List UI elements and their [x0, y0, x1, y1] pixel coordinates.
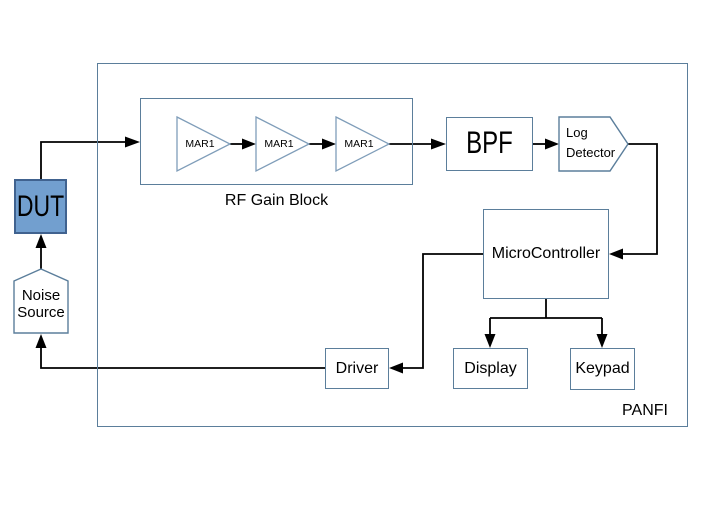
rf-gain-block-label: RF Gain Block	[224, 192, 329, 209]
amplifier-triangle-2	[255, 115, 311, 173]
connector-driver-to-noisesource	[40, 347, 325, 369]
amplifier-3-label: MAR1	[344, 138, 374, 150]
log-detector-caption: Log Detector	[566, 121, 616, 165]
amplifier-triangles	[176, 115, 391, 173]
arrowhead-into-amp2	[242, 138, 256, 150]
rf-gain-block-box	[140, 98, 413, 185]
keypad-block: Keypad	[570, 348, 635, 390]
panfi-label: PANFI	[622, 402, 668, 419]
keypad-label: Keypad	[575, 360, 630, 377]
dut-label: DUT	[16, 188, 65, 223]
amplifier-3-caption: MAR1	[336, 136, 382, 152]
arrowhead-into-microcontroller	[609, 248, 623, 260]
panfi-enclosure-box	[97, 63, 688, 427]
panfi-caption: PANFI	[609, 401, 681, 421]
arrowhead-into-rfgain	[125, 136, 140, 148]
arrowhead-into-display	[484, 334, 496, 348]
arrowhead-into-noisesource	[35, 334, 47, 348]
arrowhead-into-dut	[35, 234, 47, 248]
dut-block: DUT	[14, 179, 67, 234]
display-label: Display	[464, 359, 517, 377]
bpf-label: BPF	[466, 125, 513, 161]
amplifier-1-caption: MAR1	[177, 136, 223, 152]
noise-source-caption: Noise Source	[15, 284, 67, 324]
arrowhead-into-driver	[389, 362, 403, 374]
amplifier-2-label: MAR1	[264, 138, 294, 150]
log-detector-shape	[558, 116, 629, 172]
arrowhead-into-amp3	[322, 138, 336, 150]
arrowhead-into-keypad	[596, 334, 608, 348]
arrowhead-into-bpf	[431, 138, 446, 150]
noise-source-label: Noise Source	[17, 286, 65, 321]
connector-microcontroller-to-driver	[402, 253, 483, 369]
microcontroller-block: MicroController	[483, 209, 609, 299]
amplifier-2-caption: MAR1	[256, 136, 302, 152]
noise-source-shape	[13, 268, 69, 334]
display-block: Display	[453, 348, 528, 389]
arrowhead-into-logdetector	[545, 138, 559, 150]
microcontroller-label: MicroController	[491, 245, 601, 262]
arrowheads	[35, 136, 623, 374]
amplifier-triangle-3	[335, 115, 391, 173]
pentagon-shapes	[13, 116, 629, 334]
bpf-block: BPF	[446, 117, 533, 171]
log-detector-label: Log Detector	[566, 124, 616, 160]
driver-block: Driver	[325, 348, 389, 389]
amplifier-triangle-1	[176, 115, 232, 173]
rf-gain-block-caption: RF Gain Block	[176, 191, 377, 211]
amplifier-1-label: MAR1	[185, 138, 215, 150]
driver-label: Driver	[335, 359, 379, 377]
connector-logdetector-to-microcontroller	[622, 143, 658, 255]
